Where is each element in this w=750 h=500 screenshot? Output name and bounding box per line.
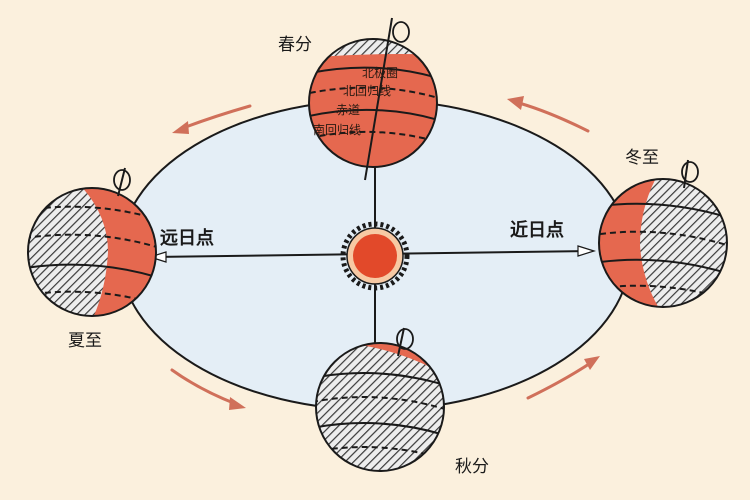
right-axis-arrowhead — [577, 245, 597, 257]
label-spring-equinox: 春分 — [278, 35, 312, 55]
label-right-point: 近日点 — [510, 219, 564, 241]
sun-icon — [340, 221, 410, 291]
earth-spring-equinox — [308, 17, 438, 181]
label-winter-solstice: 冬至 — [625, 148, 659, 168]
label-summer-solstice: 夏至 — [68, 331, 102, 351]
label-tropic-of-cancer: 北回归线 — [343, 84, 391, 98]
orbit-direction-arrows — [170, 96, 600, 410]
earth-summer-solstice — [27, 167, 157, 317]
label-equator: 赤道 — [336, 103, 360, 117]
earth-winter-solstice — [598, 159, 728, 308]
label-tropic-of-capricorn: 南回归线 — [313, 122, 361, 137]
label-autumn-equinox: 秋分 — [455, 457, 489, 477]
left-axis-arrowhead — [147, 251, 167, 263]
label-left-point: 远日点 — [160, 227, 214, 249]
label-arctic-circle: 北极圈 — [362, 66, 398, 80]
